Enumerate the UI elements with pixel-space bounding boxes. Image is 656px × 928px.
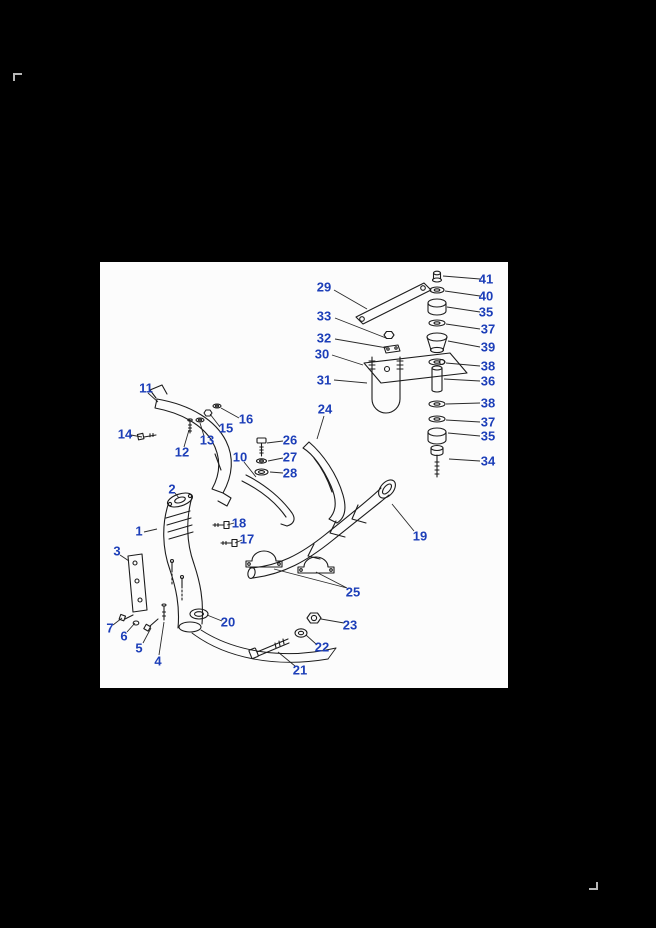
part-number-31: 31 (316, 372, 332, 388)
part-number-33: 33 (316, 308, 332, 324)
part-number-5: 5 (135, 640, 143, 656)
parts-17-18-bolts (212, 520, 238, 548)
part-number-40: 40 (478, 288, 494, 304)
part-number-37: 37 (480, 414, 496, 430)
part-number-6: 6 (120, 628, 128, 644)
part-number-13: 13 (199, 432, 215, 448)
part-number-19: 19 (412, 528, 428, 544)
parts-32-33-clamp-nut (383, 330, 401, 354)
part-number-29: 29 (316, 279, 332, 295)
part-number-12: 12 (174, 444, 190, 460)
exploded-diagram-drawing (112, 270, 481, 667)
part-30-mounting-plate (363, 352, 468, 384)
part-1-downpipe (163, 492, 204, 633)
hanger-stack-lower (427, 400, 447, 478)
part-number-38: 38 (480, 395, 496, 411)
part-number-15: 15 (218, 420, 234, 436)
part-number-17: 17 (239, 531, 255, 547)
part-19-intermediate-pipe (247, 479, 396, 579)
part-number-23: 23 (342, 617, 358, 633)
parts-4-5-6-7-fasteners (118, 603, 167, 632)
parts-12-16-fasteners (136, 403, 222, 441)
part-number-26: 26 (282, 432, 298, 448)
part-10-bracket (241, 474, 295, 527)
part-number-39: 39 (480, 339, 496, 355)
part-29-support-strap (355, 282, 432, 325)
part-number-36: 36 (480, 373, 496, 389)
part-31-u-bolt (368, 356, 404, 414)
part-number-4: 4 (154, 653, 162, 669)
crop-mark-top-left (13, 73, 22, 81)
part-11-heat-shield (149, 384, 232, 507)
part-number-35: 35 (480, 428, 496, 444)
leader-lines (112, 275, 481, 667)
part-number-10: 10 (232, 449, 248, 465)
tailpipe-curves (191, 629, 337, 663)
part-number-38: 38 (480, 358, 496, 374)
part-number-3: 3 (113, 543, 121, 559)
part-number-2: 2 (168, 481, 176, 497)
part-number-27: 27 (282, 449, 298, 465)
part-number-20: 20 (220, 614, 236, 630)
part-number-14: 14 (117, 426, 133, 442)
part-number-16: 16 (238, 411, 254, 427)
part-number-18: 18 (231, 515, 247, 531)
part-3-bracket (127, 553, 148, 613)
parts-26-27-28-fasteners (254, 437, 269, 476)
part-number-35: 35 (478, 304, 494, 320)
part-number-1: 1 (135, 523, 143, 539)
part-number-34: 34 (480, 453, 496, 469)
part-number-25: 25 (345, 584, 361, 600)
parts-21-22-23-bolt-washer-nut (248, 612, 322, 660)
part-number-41: 41 (478, 271, 494, 287)
part-25-clamps (245, 550, 335, 574)
part-24-heat-shield (302, 441, 346, 538)
part-number-32: 32 (316, 330, 332, 346)
part-number-30: 30 (314, 346, 330, 362)
part-20-ring (189, 608, 209, 620)
hanger-stack-upper (426, 270, 448, 393)
part-number-28: 28 (282, 465, 298, 481)
part-number-24: 24 (317, 401, 333, 417)
part-number-21: 21 (292, 662, 308, 678)
crop-mark-bottom-right (589, 882, 598, 890)
part-number-22: 22 (314, 639, 330, 655)
part-number-11: 11 (139, 380, 153, 396)
part-number-37: 37 (480, 321, 496, 337)
part-number-7: 7 (106, 620, 114, 636)
